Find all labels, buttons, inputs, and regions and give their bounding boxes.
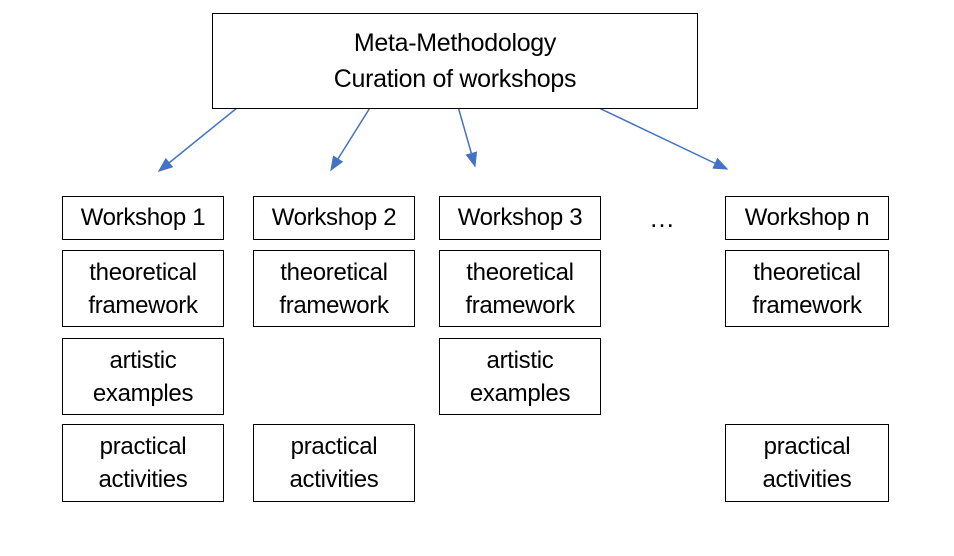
theoretical-line-2: framework [465,291,575,319]
theoretical-line-2: framework [752,291,862,319]
workshop-1-label: Workshop 1 [80,204,206,231]
artistic-line-1: artistic [109,346,177,374]
artistic-line-1: artistic [486,346,554,374]
meta-methodology-box: Meta-Methodology Curation of workshops [212,13,698,109]
root-title-line-1: Meta-Methodology [353,29,557,57]
practical-line-1: practical [763,433,851,460]
workshop-1-practical-box: practical activities [62,424,224,502]
workshop-3-label: Workshop 3 [457,204,583,231]
workshop-n-practical-box: practical activities [725,424,889,502]
practical-line-2: activities [762,466,852,493]
workshop-3-theoretical-box: theoretical framework [439,250,601,327]
practical-line-1: practical [290,433,378,460]
artistic-line-2: examples [92,379,194,407]
workshop-3-box: Workshop 3 [439,196,601,240]
practical-line-2: activities [289,466,379,493]
workshop-n-label: Workshop n [744,204,870,231]
workshop-n-box: Workshop n [725,196,889,240]
workshop-2-theoretical-box: theoretical framework [253,250,415,327]
workshop-n-theoretical-box: theoretical framework [725,250,889,327]
theoretical-line-1: theoretical [89,258,197,286]
workshop-1-artistic-box: artistic examples [62,338,224,415]
theoretical-line-2: framework [279,291,389,319]
theoretical-line-1: theoretical [466,258,574,286]
workshop-1-theoretical-box: theoretical framework [62,250,224,327]
workshop-2-box: Workshop 2 [253,196,415,240]
practical-line-2: activities [98,466,188,493]
workshop-2-label: Workshop 2 [271,204,397,231]
artistic-line-2: examples [469,379,571,407]
practical-line-1: practical [99,433,187,460]
theoretical-line-1: theoretical [280,258,388,286]
ellipsis: … [649,202,675,233]
workshop-1-box: Workshop 1 [62,196,224,240]
theoretical-line-2: framework [88,291,198,319]
theoretical-line-1: theoretical [753,258,861,286]
root-title-line-2: Curation of workshops [333,65,577,93]
workshop-2-practical-box: practical activities [253,424,415,502]
workshop-3-artistic-box: artistic examples [439,338,601,415]
